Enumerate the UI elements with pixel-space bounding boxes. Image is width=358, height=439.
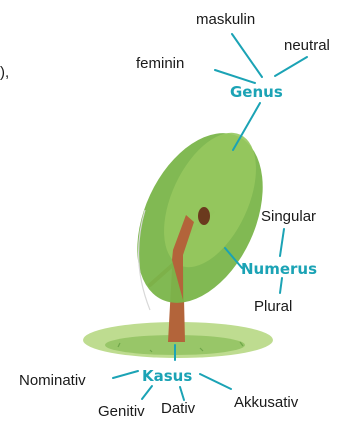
line-numerus-singular [279, 228, 285, 257]
tree-illustration [83, 132, 273, 358]
label-dativ: Dativ [161, 400, 196, 417]
hub-numerus: Numerus [241, 260, 317, 278]
line-kasus-dativ [179, 386, 185, 401]
label-genitiv: Genitiv [98, 403, 145, 420]
line-kasus-nominativ [112, 370, 139, 379]
line-genus-neutral [274, 56, 308, 77]
line-kasus-akkusativ [199, 373, 232, 390]
tree-outline [137, 209, 151, 311]
grass-blades [117, 341, 244, 353]
line-genus-maskulin [231, 33, 263, 78]
label-nominativ: Nominativ [19, 372, 86, 389]
line-kasus-genitiv [141, 385, 153, 400]
edge-punctuation: ), [0, 64, 9, 81]
line-genus-tree [232, 102, 261, 151]
label-plural: Plural [254, 298, 292, 315]
line-numerus-plural [279, 277, 283, 294]
label-feminin: feminin [136, 55, 184, 72]
line-genus-feminin [214, 69, 256, 84]
line-numerus-tree [224, 247, 243, 269]
label-neutral: neutral [284, 37, 330, 54]
squirrel-icon [198, 207, 210, 225]
hub-genus: Genus [230, 83, 283, 101]
label-akkusativ: Akkusativ [234, 394, 299, 411]
label-maskulin: maskulin [196, 11, 255, 28]
hub-kasus: Kasus [142, 367, 192, 385]
tree-trunk-upper [172, 215, 194, 300]
connector-lines [112, 33, 308, 401]
label-singular: Singular [261, 208, 316, 225]
